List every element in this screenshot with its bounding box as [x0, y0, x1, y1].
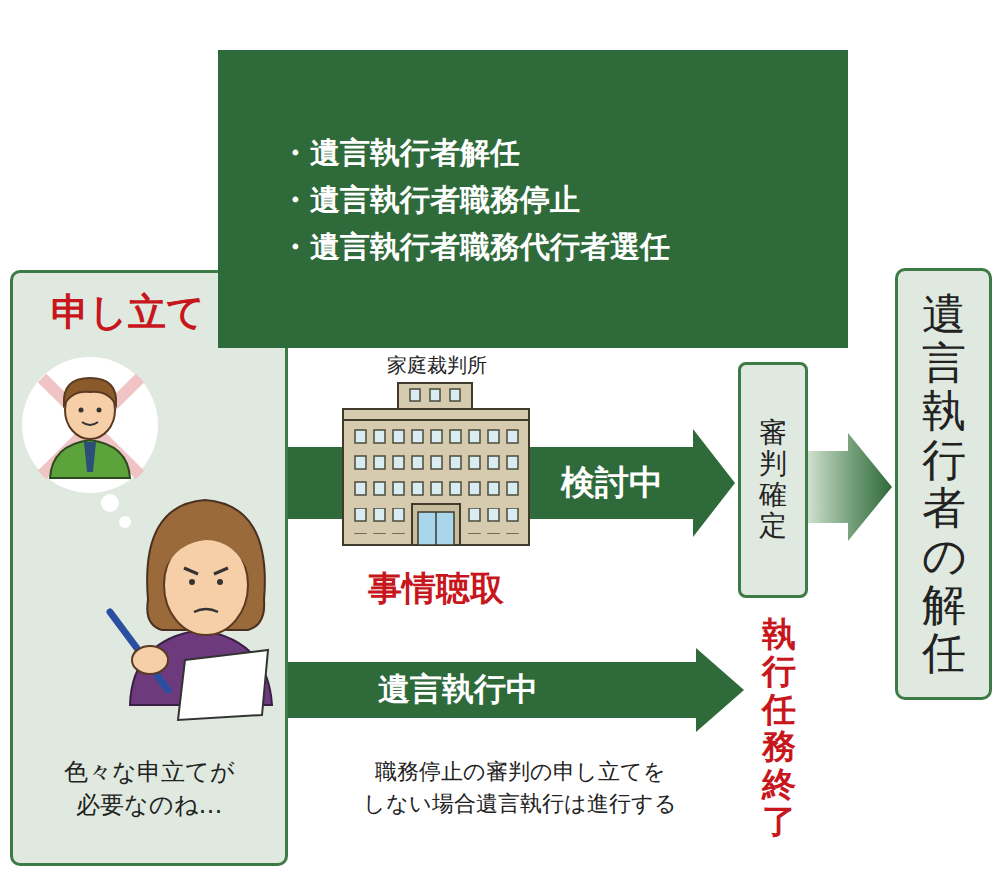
court-label: 家庭裁判所 — [387, 352, 487, 379]
decision-box: 審判確定 — [738, 362, 808, 598]
hearing-label: 事情聴取 — [368, 566, 504, 612]
decision-text: 審判確定 — [759, 418, 787, 541]
callout-item: ・遺言執行者解任 — [280, 129, 828, 176]
arrow-band-poly — [288, 648, 744, 732]
callout-item: ・遺言執行者職務停止 — [280, 176, 828, 223]
fade-arrow — [808, 433, 892, 541]
edge-label: 検討中 — [557, 460, 667, 506]
arrow-band: 遺言執行中 — [288, 648, 744, 732]
panel-remark: 色々な申立てが 必要なのね… — [59, 756, 239, 823]
panel-heading: 申し立て — [51, 287, 205, 338]
result-text: 遺言執行者の解任 — [922, 290, 966, 677]
arrow-band-text: 遺言執行中 — [378, 668, 538, 712]
result-box: 遺言執行者の解任 — [895, 268, 992, 700]
end-label: 執行任務終了 — [762, 616, 796, 840]
note-text: 職務停止の審判の申し立てを しない場合遺言執行は進行する — [305, 756, 735, 820]
callout-bubble: ・遺言執行者解任・遺言執行者職務停止・遺言執行者職務代行者選任 — [218, 50, 848, 348]
callout-item: ・遺言執行者職務代行者選任 — [280, 223, 828, 270]
applicant-panel: 申し立て色々な申立てが 必要なのね… — [10, 270, 288, 866]
